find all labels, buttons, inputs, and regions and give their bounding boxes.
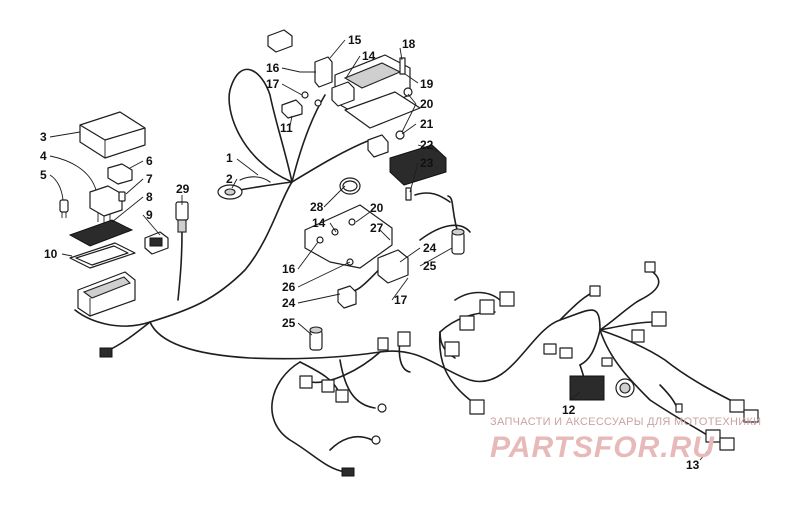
callout-6: 6	[146, 154, 153, 168]
fuse	[59, 199, 69, 218]
callout-24-right: 24	[423, 241, 437, 255]
watermark-tagline: ЗАПЧАСТИ И АКСЕССУАРЫ ДЛЯ МОТОТЕХНИКИ	[490, 416, 761, 428]
callout-11: 11	[280, 121, 293, 135]
fuse-box-base	[77, 271, 136, 317]
connector-9	[144, 231, 169, 255]
callout-19: 19	[420, 77, 434, 91]
leader-lines	[49, 39, 713, 461]
watermark: ЗАПЧАСТИ И АКСЕССУАРЫ ДЛЯ МОТОТЕХНИКИ PA…	[490, 416, 761, 464]
callout-17-mid: 17	[394, 293, 408, 307]
cable-tie	[239, 176, 271, 183]
callout-2: 2	[226, 172, 233, 186]
callout-12: 12	[562, 403, 576, 417]
speed-sensor-left	[309, 326, 323, 351]
callouts: 3 4 5 6 7 8 9 10 1 2 29 11 16 17 15 14 1…	[40, 33, 700, 472]
clamp	[339, 177, 361, 195]
clip	[217, 184, 243, 200]
callout-9: 9	[146, 208, 153, 222]
mounting-bracket	[304, 204, 393, 269]
callout-29: 29	[176, 182, 190, 196]
callout-4: 4	[40, 149, 47, 163]
callout-26: 26	[282, 280, 296, 294]
callout-3: 3	[40, 130, 47, 144]
callout-1: 1	[226, 151, 233, 165]
connector-11	[281, 99, 303, 119]
callout-22: 22	[420, 138, 434, 152]
watermark-logo: PARTSFOR.RU	[490, 431, 715, 464]
callout-18: 18	[402, 37, 416, 51]
speed-sensor-right	[451, 228, 465, 255]
callout-17-top: 17	[266, 77, 280, 91]
callout-14-mid: 14	[312, 216, 326, 230]
bracket	[301, 56, 333, 107]
callout-23: 23	[420, 156, 434, 170]
fuse-box-cover	[79, 111, 146, 159]
ignition-switch	[337, 249, 409, 309]
callout-8: 8	[146, 190, 153, 204]
module-connector	[331, 81, 355, 107]
fuse-board	[68, 219, 134, 247]
callout-7: 7	[146, 172, 153, 186]
fuse-box-gasket	[69, 242, 136, 269]
sensor	[175, 201, 189, 233]
callout-25-right: 25	[423, 259, 437, 273]
harness-connectors	[299, 261, 759, 477]
small-relay	[107, 163, 133, 185]
harness-connector-left	[99, 347, 113, 358]
callout-10: 10	[44, 247, 58, 261]
callout-21: 21	[420, 117, 434, 131]
callout-27: 27	[370, 221, 384, 235]
callout-15: 15	[348, 33, 362, 47]
callout-25-left: 25	[282, 316, 296, 330]
callout-5: 5	[40, 168, 47, 182]
callout-14-top: 14	[362, 49, 376, 63]
connector-top	[267, 29, 293, 53]
callout-16-mid: 16	[282, 262, 296, 276]
callout-24-left: 24	[282, 296, 296, 310]
callout-16-top: 16	[266, 61, 280, 75]
mini-fuse	[118, 191, 126, 202]
callout-20-top: 20	[420, 97, 434, 111]
callout-28: 28	[310, 200, 324, 214]
callout-13: 13	[686, 458, 700, 472]
regulator	[367, 134, 447, 201]
callout-20-mid: 20	[370, 201, 384, 215]
